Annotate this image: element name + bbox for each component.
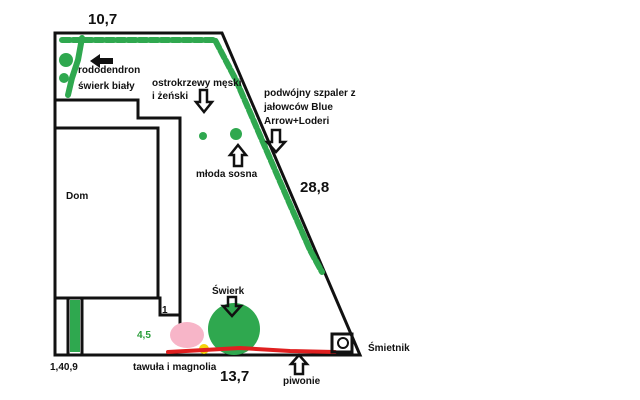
holly-label: ostrokrzewy męski — [152, 78, 242, 89]
juniper-hedge — [59, 37, 325, 275]
dimension-one: 1 — [162, 305, 168, 316]
white-spruce-label: świerk biały — [78, 81, 135, 92]
holly-label-2: i żeński — [152, 91, 188, 102]
arrow-down-icon — [193, 88, 215, 115]
rhododendron-shrub — [59, 53, 73, 67]
house-label: Dom — [66, 191, 88, 202]
rhododendron-shrub — [59, 73, 69, 83]
waste-bin-box — [330, 332, 354, 354]
arrow-down-icon — [220, 295, 244, 318]
dimension-bottom: 13,7 — [220, 368, 249, 385]
peonies-label: piwonie — [283, 376, 321, 387]
dimension-left-bottom: 1,40,9 — [50, 362, 78, 373]
young-pine — [230, 128, 242, 140]
dimension-diagonal: 28,8 — [300, 179, 329, 196]
waste-bin-icon — [337, 337, 349, 349]
arrow-up-icon — [288, 353, 310, 376]
white-spruce-line — [65, 35, 85, 98]
arrow-up-icon — [227, 142, 249, 168]
plot-outline — [53, 31, 363, 357]
hedge-label-3: Arrow+Loderi — [264, 116, 330, 127]
dimension-top: 10,7 — [88, 11, 117, 28]
young-pine-label: młoda sosna — [196, 169, 258, 180]
arrow-left-icon — [90, 54, 113, 68]
holly-shrub — [199, 132, 207, 140]
narrow-hedge — [70, 300, 80, 352]
spiraea-magnolia-label: tawuła i magnolia — [133, 362, 217, 373]
peony-bed — [166, 345, 337, 354]
hedge-label-2: jałowców Blue — [263, 102, 333, 113]
arrow-down-icon — [264, 128, 288, 154]
hedge-label-1: podwójny szpaler z — [264, 88, 356, 99]
house-outline — [55, 98, 182, 317]
dimension-small-inner: 4,5 — [137, 330, 151, 341]
house-inner-wall — [55, 126, 160, 298]
rhododendron-label: rododendron — [78, 65, 140, 76]
spruce-label: Świerk — [212, 284, 245, 297]
waste-bin-label: Śmietnik — [368, 341, 410, 354]
spruce-tree — [208, 303, 260, 355]
spiraea-shrub — [170, 322, 204, 348]
